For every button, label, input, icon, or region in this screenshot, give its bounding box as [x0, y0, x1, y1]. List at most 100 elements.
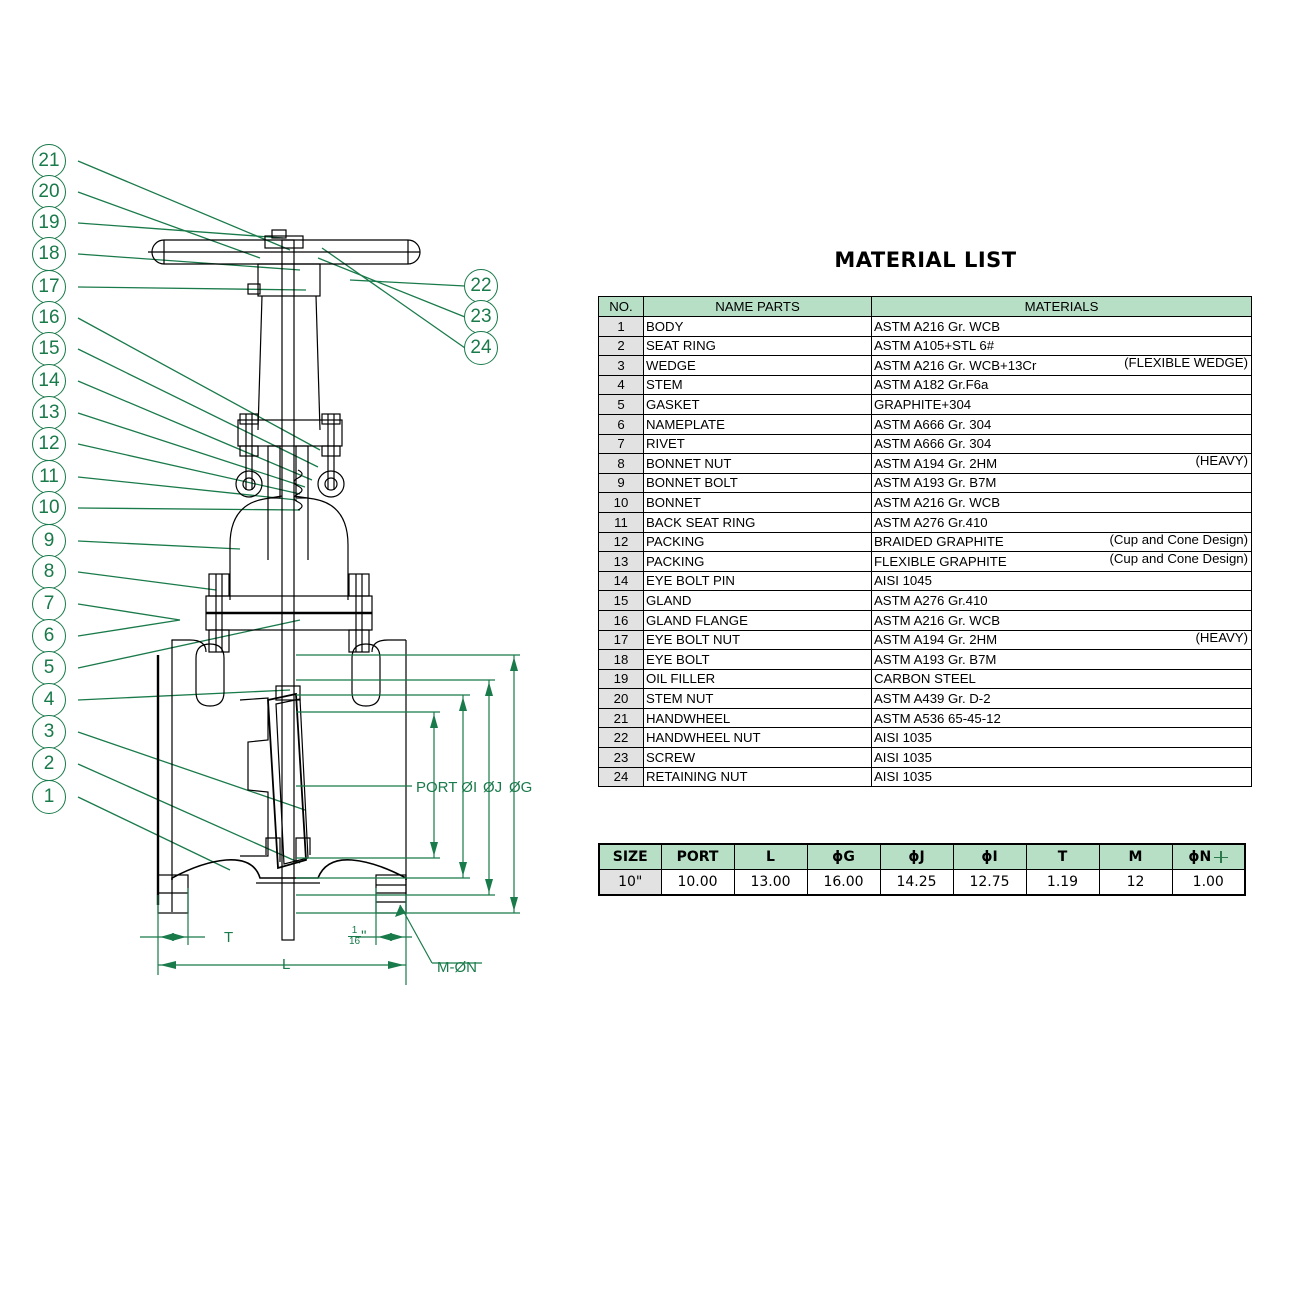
callout-balloon-2[interactable]: 2: [32, 747, 66, 781]
cell-no: 23: [598, 747, 644, 768]
valve-sectional-drawing: 21 20 19 18 17 16 15 14 13 12 11 10 9 8 …: [0, 0, 560, 1010]
cell-no: 17: [598, 629, 644, 651]
material-note: (Cup and Cone Design): [1109, 551, 1248, 567]
cell-part-name: BODY: [643, 316, 872, 337]
cell-no: 22: [598, 727, 644, 749]
cell-no: 20: [598, 688, 644, 709]
cell-part-name: OIL FILLER: [643, 668, 872, 690]
callout-balloon-8[interactable]: 8: [32, 555, 66, 589]
callout-balloon-15[interactable]: 15: [32, 332, 66, 366]
material-text: ASTM A216 Gr. WCB: [874, 495, 1001, 511]
cell-no: 6: [598, 413, 644, 435]
callout-balloon-21[interactable]: 21: [32, 144, 66, 178]
dim-col-header-6: T: [1025, 843, 1100, 871]
callout-balloon-22[interactable]: 22: [464, 269, 498, 303]
cell-material: CARBON STEEL: [871, 668, 1252, 690]
cell-part-name: BONNET NUT: [643, 453, 872, 474]
cell-material: ASTM A216 Gr. WCB: [871, 316, 1252, 337]
dim-col-header-5: ϕI: [952, 843, 1027, 871]
cell-part-name: BONNET BOLT: [643, 472, 872, 494]
callout-balloon-19[interactable]: 19: [32, 206, 66, 240]
callout-balloon-14[interactable]: 14: [32, 364, 66, 398]
material-text: AISI 1045: [874, 573, 932, 589]
cell-material: ASTM A666 Gr. 304: [871, 433, 1252, 455]
cell-material: AISI 1035: [871, 747, 1252, 768]
callout-balloon-11[interactable]: 11: [32, 460, 66, 494]
dim-label-port-phi-i: PORT ØI: [416, 779, 478, 796]
callout-balloon-23[interactable]: 23: [464, 300, 498, 334]
bottom-arrowheads: [160, 905, 406, 969]
callout-balloon-18[interactable]: 18: [32, 237, 66, 271]
inch-mark: ": [361, 927, 367, 945]
callout-balloon-4[interactable]: 4: [32, 683, 66, 717]
material-text: CARBON STEEL: [874, 671, 976, 687]
col-header-materials: MATERIALS: [871, 296, 1252, 317]
cell-no: 16: [598, 609, 644, 631]
cell-part-name: BONNET: [643, 492, 872, 513]
callout-balloon-16[interactable]: 16: [32, 301, 66, 335]
cell-no: 7: [598, 433, 644, 455]
callout-balloon-13[interactable]: 13: [32, 396, 66, 430]
cell-no: 19: [598, 668, 644, 690]
dim-col-header-1: PORT: [660, 843, 735, 871]
cell-part-name: HANDWHEEL NUT: [643, 727, 872, 749]
callout-balloon-9[interactable]: 9: [32, 524, 66, 558]
material-text: ASTM A105+STL 6#: [874, 338, 995, 354]
cell-material: ASTM A536 65-45-12: [871, 707, 1252, 729]
cell-no: 15: [598, 590, 644, 611]
cell-part-name: EYE BOLT PIN: [643, 570, 872, 592]
callout-balloon-17[interactable]: 17: [32, 270, 66, 304]
cell-part-name: SCREW: [643, 747, 872, 768]
cell-no: 24: [598, 766, 644, 788]
cell-part-name: RETAINING NUT: [643, 766, 872, 788]
cell-material: ASTM A193 Gr. B7M: [871, 649, 1252, 670]
dim-value-5: 12.75: [952, 869, 1027, 896]
cell-material: ASTM A194 Gr. 2HM(HEAVY): [871, 453, 1252, 474]
cell-material: ASTM A216 Gr. WCB+13Cr(FLEXIBLE WEDGE): [871, 355, 1252, 376]
cell-no: 10: [598, 492, 644, 513]
callout-balloon-1[interactable]: 1: [32, 780, 66, 814]
callout-balloon-3[interactable]: 3: [32, 715, 66, 749]
dim-col-header-7: M: [1098, 843, 1173, 871]
cell-material: ASTM A439 Gr. D-2: [871, 688, 1252, 709]
cell-no: 4: [598, 374, 644, 396]
cell-material: ASTM A193 Gr. B7M: [871, 472, 1252, 494]
dim-value-0: 10": [598, 869, 662, 896]
cell-part-name: NAMEPLATE: [643, 413, 872, 435]
material-table-header-row: NO. NAME PARTS MATERIALS: [598, 296, 1252, 317]
cell-no: 13: [598, 551, 644, 572]
callout-balloon-7[interactable]: 7: [32, 587, 66, 621]
callout-balloon-20[interactable]: 20: [32, 175, 66, 209]
callout-balloon-10[interactable]: 10: [32, 491, 66, 525]
cell-material: ASTM A182 Gr.F6a: [871, 374, 1252, 396]
callout-balloon-24[interactable]: 24: [464, 331, 498, 365]
cell-material: ASTM A216 Gr. WCB: [871, 609, 1252, 631]
cell-material: FLEXIBLE GRAPHITE(Cup and Cone Design): [871, 551, 1252, 572]
dim-value-8: 1.00: [1171, 869, 1246, 896]
col-header-no: NO.: [598, 296, 644, 317]
callout-balloon-5[interactable]: 5: [32, 651, 66, 685]
cell-no: 1: [598, 316, 644, 337]
valve-outline: [148, 229, 421, 941]
dim-value-1: 10.00: [660, 869, 735, 896]
cell-material: ASTM A194 Gr. 2HM(HEAVY): [871, 629, 1252, 651]
callout-balloon-12[interactable]: 12: [32, 427, 66, 461]
callout-balloon-6[interactable]: 6: [32, 619, 66, 653]
cell-material: AISI 1035: [871, 766, 1252, 788]
dim-label-t: T: [224, 929, 234, 946]
material-text: ASTM A182 Gr.F6a: [874, 377, 989, 393]
